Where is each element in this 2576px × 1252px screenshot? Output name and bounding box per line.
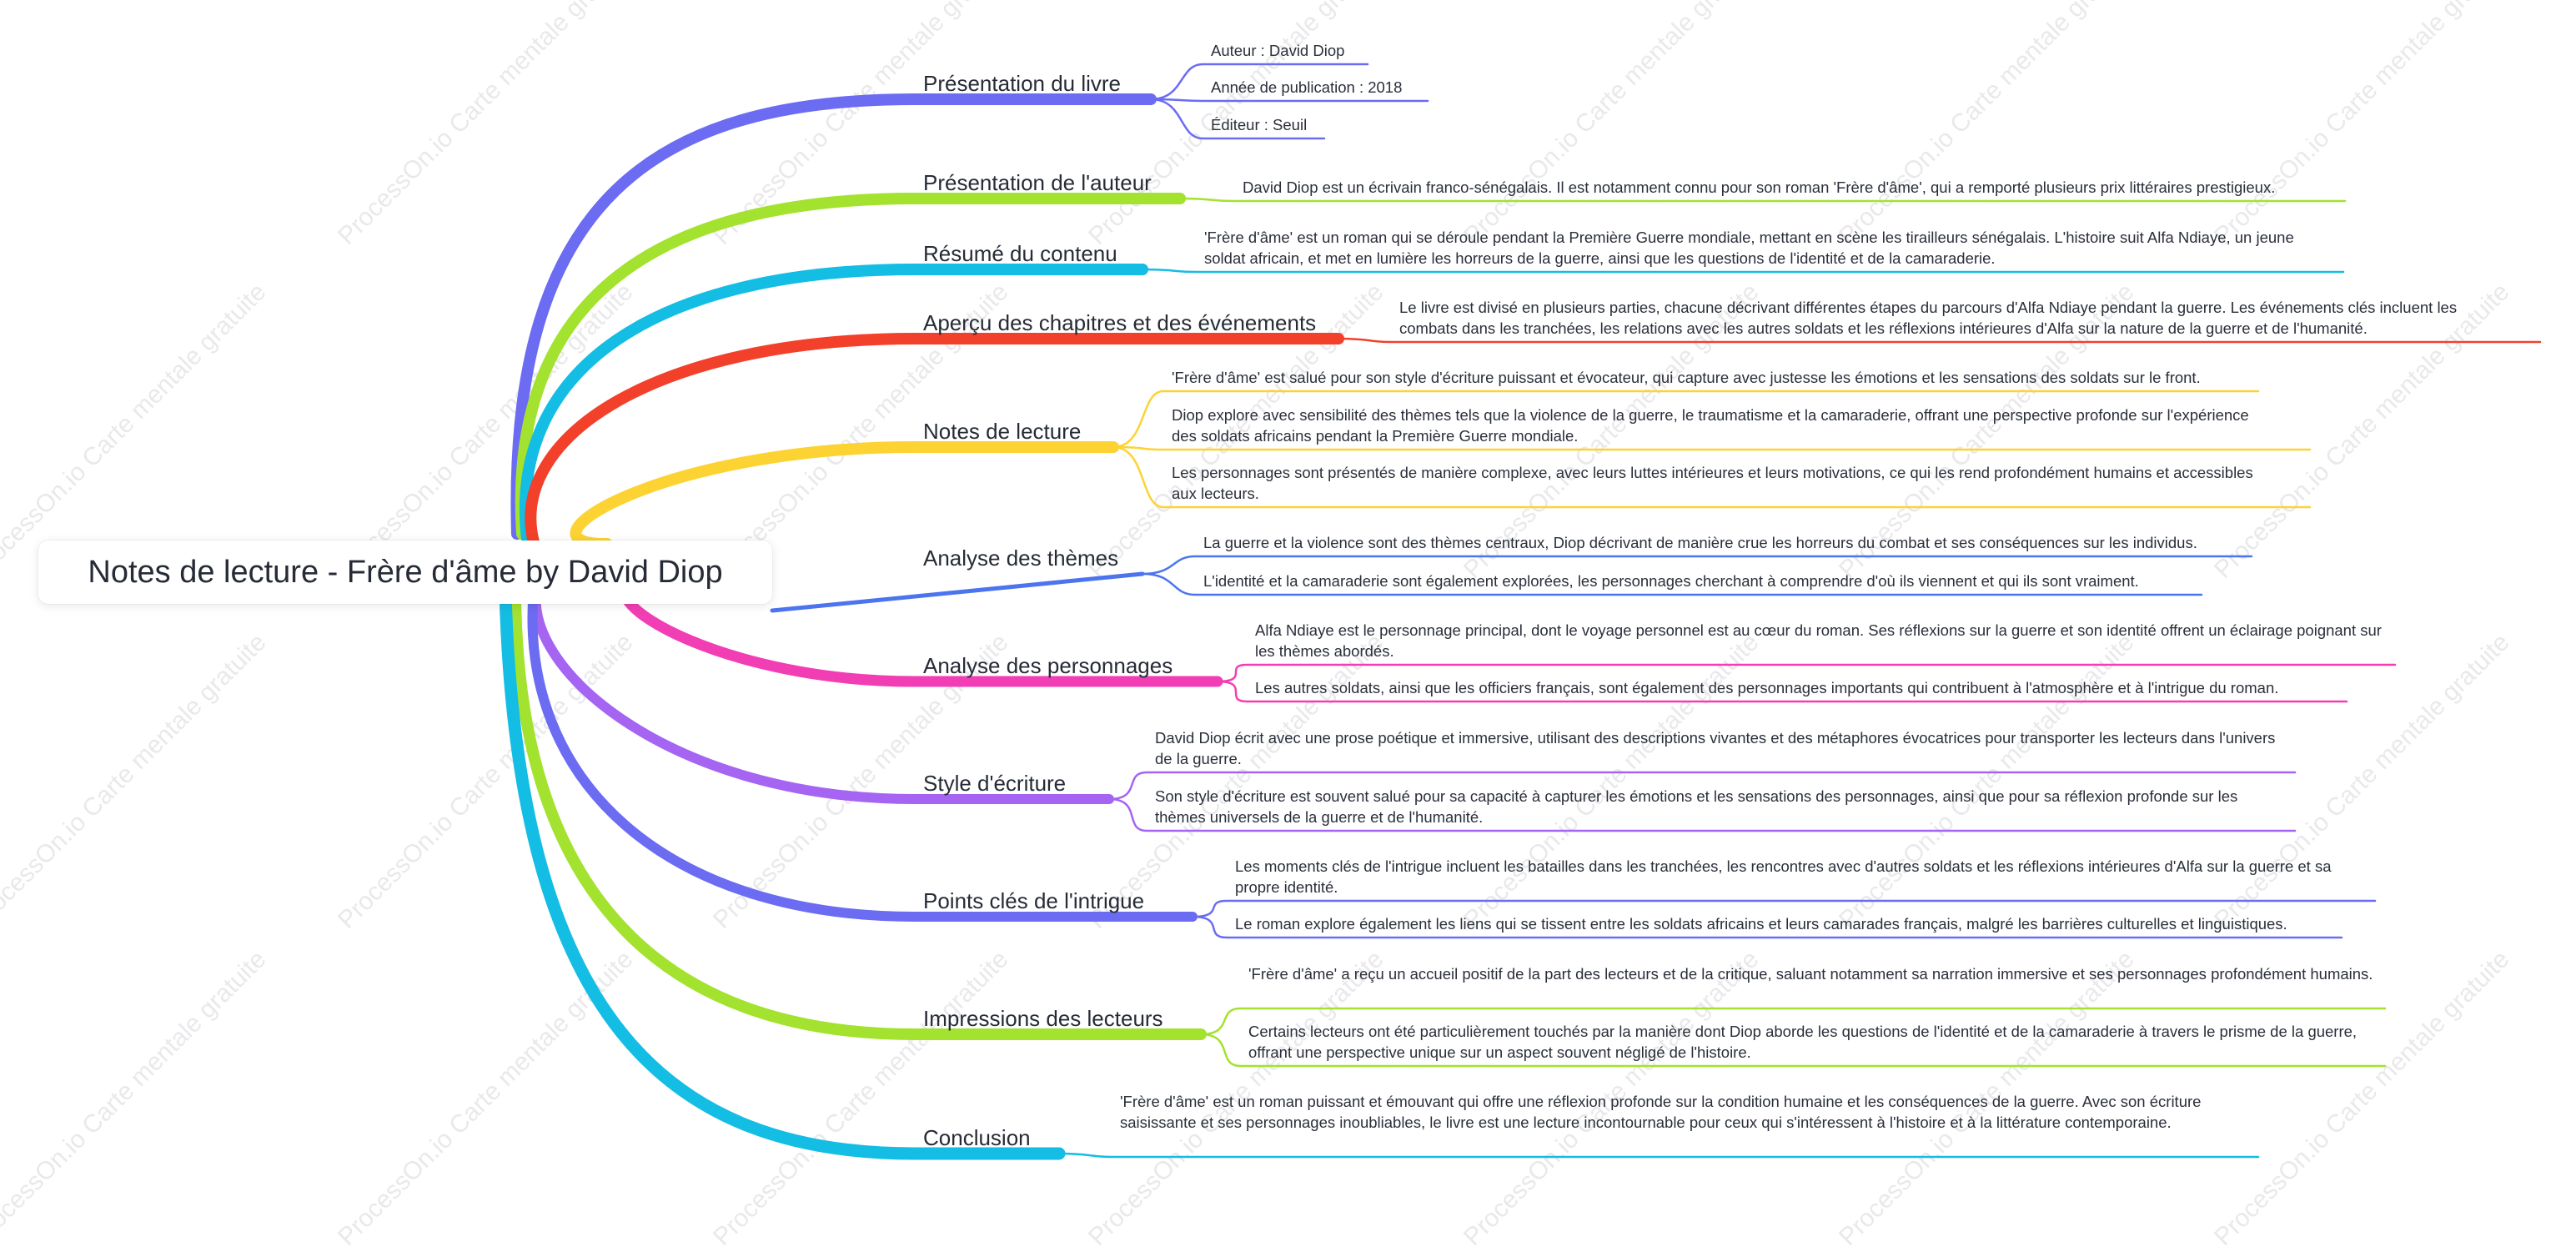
leaf-b1-1[interactable]: Année de publication : 2018 <box>1211 78 1403 96</box>
leaf-connector-b1-0 <box>1149 63 1369 101</box>
leaf-b8-0[interactable]: David Diop écrit avec une prose poétique… <box>1155 729 2276 767</box>
topic-b5[interactable]: Notes de lecture <box>923 419 1082 444</box>
topic-b2[interactable]: Présentation de l'auteur <box>923 170 1152 195</box>
leaf-connector-b8-0 <box>1107 771 2297 801</box>
leaf-b6-1[interactable]: L'identité et la camaraderie sont égalem… <box>1203 572 2139 590</box>
topic-b6[interactable]: Analyse des thèmes <box>923 546 1119 571</box>
topic-b1[interactable]: Présentation du livre <box>923 71 1122 96</box>
leaf-connector-b6-0 <box>1141 555 2253 576</box>
leaf-connector-b10-1 <box>1199 1033 2387 1068</box>
leaf-b7-1[interactable]: Les autres soldats, ainsi que les offici… <box>1255 679 2279 696</box>
topic-b9[interactable]: Points clés de l'intrigue <box>923 888 1145 913</box>
leaf-connector-b4-0 <box>1337 337 2542 344</box>
leaf-connector-b1-1 <box>1149 98 1429 103</box>
topic-b7[interactable]: Analyse des personnages <box>923 653 1173 678</box>
leaf-b5-2[interactable]: Les personnages sont présentés de manièr… <box>1172 464 2253 502</box>
leaf-connector-b7-0 <box>1216 663 2397 683</box>
root-topic-label: Notes de lecture - Frère d'âme by David … <box>88 554 723 590</box>
topic-b3[interactable]: Résumé du contenu <box>923 241 1117 266</box>
leaf-connector-b5-0 <box>1112 390 2260 449</box>
branch-connector-b9 <box>527 584 1198 922</box>
leaf-b9-0[interactable]: Les moments clés de l'intrigue incluent … <box>1235 857 2332 896</box>
leaf-b11-0[interactable]: 'Frère d'âme' est un roman puissant et é… <box>1120 1093 2202 1131</box>
leaf-connector-b2-0 <box>1178 197 2347 203</box>
leaf-b5-0[interactable]: 'Frère d'âme' est salué pour son style d… <box>1172 369 2201 386</box>
branch-connector-b4 <box>525 333 1344 548</box>
leaf-connector-b1-2 <box>1149 98 1326 140</box>
leaf-connector-b11-0 <box>1057 1152 2260 1159</box>
branch-connector-b3 <box>519 264 1148 545</box>
leaf-b1-2[interactable]: Éditeur : Seuil <box>1211 116 1308 133</box>
branch-connector-b10 <box>510 585 1207 1040</box>
leaf-connector-b5-2 <box>1112 445 2312 509</box>
leaf-b4-0[interactable]: Le livre est divisé en plusieurs parties… <box>1399 299 2458 337</box>
leaf-b9-1[interactable]: Le roman explore également les liens qui… <box>1235 915 2287 933</box>
leaf-b3-0[interactable]: 'Frère d'âme' est un roman qui se déroul… <box>1204 229 2294 267</box>
leaf-connector-b10-0 <box>1199 1007 2387 1036</box>
branch-connector-b1 <box>510 93 1157 540</box>
leaf-connector-b7-1 <box>1216 680 2348 703</box>
branch-connector-b2 <box>515 193 1186 540</box>
branch-connector-b8 <box>530 581 1114 804</box>
topic-b8[interactable]: Style d'écriture <box>923 771 1067 796</box>
leaf-b5-1[interactable]: Diop explore avec sensibilité des thèmes… <box>1172 406 2249 445</box>
root-topic[interactable]: Notes de lecture - Frère d'âme by David … <box>38 541 772 604</box>
leaf-connector-b9-0 <box>1191 899 2377 918</box>
topic-b10[interactable]: Impressions des lecteurs <box>923 1006 1163 1031</box>
leaf-b7-0[interactable]: Alfa Ndiaye est le personnage principal,… <box>1255 621 2382 660</box>
topic-b4[interactable]: Aperçu des chapitres et des événements <box>923 310 1317 335</box>
leaf-connector-b5-1 <box>1112 445 2312 451</box>
leaf-connector-b9-1 <box>1191 915 2343 939</box>
leaf-connector-b8-1 <box>1107 797 2297 832</box>
leaf-b10-1[interactable]: Certains lecteurs ont été particulièreme… <box>1248 1023 2358 1061</box>
leaf-b10-0[interactable]: 'Frère d'âme' a reçu un accueil positif … <box>1248 965 2373 983</box>
leaf-b8-1[interactable]: Son style d'écriture est souvent salué p… <box>1155 787 2238 826</box>
leaf-b6-0[interactable]: La guerre et la violence sont des thèmes… <box>1203 534 2197 551</box>
branch-connector-b5 <box>570 441 1119 551</box>
connector-layer <box>499 63 2542 1160</box>
leaf-b2-0[interactable]: David Diop est un écrivain franco-sénéga… <box>1243 178 2276 196</box>
topic-b11[interactable]: Conclusion <box>923 1125 1031 1150</box>
leaf-connector-b3-0 <box>1141 268 2345 274</box>
leaf-b1-0[interactable]: Auteur : David Diop <box>1211 42 1345 59</box>
branch-connector-b6 <box>770 571 1145 613</box>
branch-connector-b11 <box>499 586 1066 1160</box>
leaf-connector-b6-1 <box>1141 572 2203 596</box>
